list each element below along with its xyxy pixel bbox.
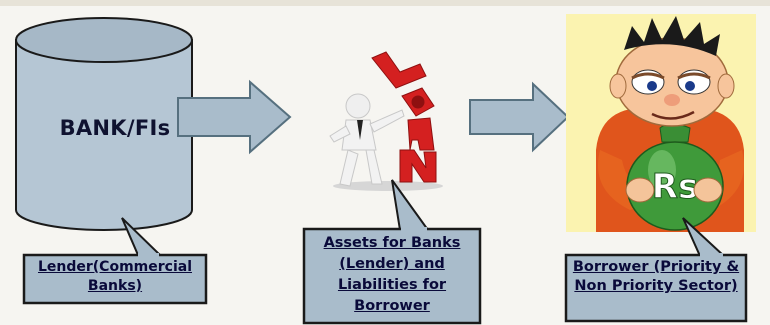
bank-title: BANK/FIs [59,116,171,140]
top-strip [0,0,770,6]
borrower-label: Borrower (Priority & Non Priority Sector… [572,259,740,294]
bank-cylinder [15,17,193,231]
assets-callout [302,179,482,325]
rupee-symbol: Rs [652,167,698,207]
arrow-right-1 [177,79,292,155]
borrower-panel: Rs [566,14,756,232]
borrower-callout [564,217,748,323]
lender-callout [22,217,208,305]
assets-label: Assets for Banks (Lender) and Liabilitie… [323,235,461,314]
person-figure [329,93,405,187]
loan-illustration [329,51,443,191]
lender-label: Lender(Commercial Banks) [37,259,192,294]
arrow-right-2 [469,81,570,153]
